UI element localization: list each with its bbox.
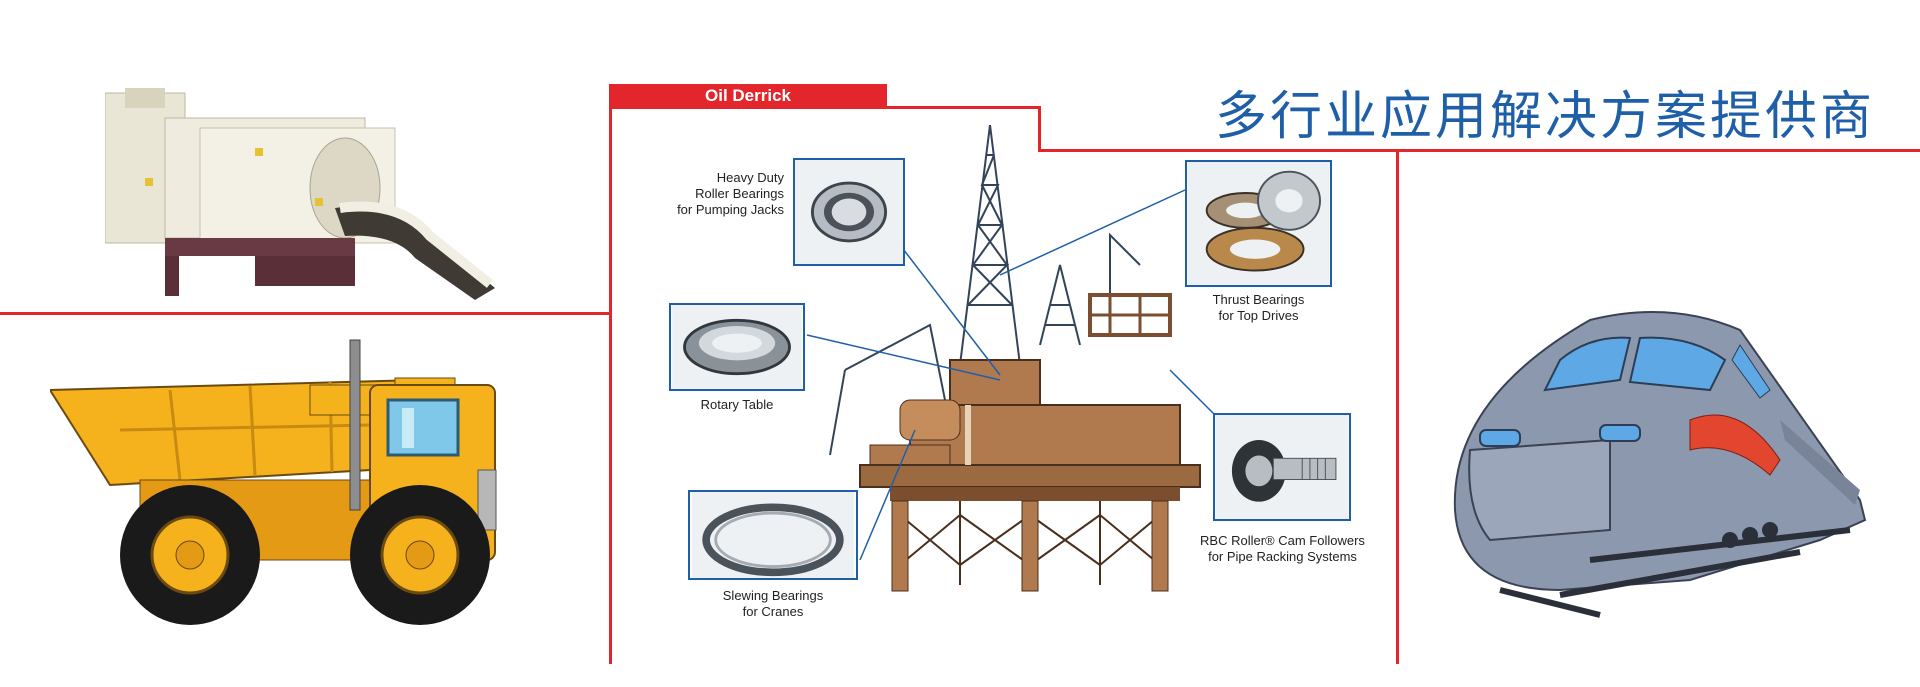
slewing-bearing-thumbnail [688, 490, 858, 580]
roller-bearing-thumbnail [793, 158, 905, 266]
conveyor-machine-image [105, 88, 495, 300]
rotary-table-label: Rotary Table [700, 397, 774, 412]
panel-border-top-right [1038, 149, 1920, 152]
panel-border-step [1038, 106, 1041, 152]
oil-derrick-tab: Oil Derrick [609, 84, 887, 108]
dump-truck-image [50, 339, 497, 625]
divider-line-left [0, 312, 612, 315]
oil-platform-illustration [829, 125, 1201, 592]
thrust-bearing-icon [1187, 162, 1330, 285]
bullet-train-image [1453, 311, 1867, 618]
pumping-jacks-label: Heavy Duty Roller Bearings for Pumping J… [677, 170, 784, 217]
panel-border-left [609, 84, 612, 664]
roller-bearing-icon [795, 160, 903, 264]
thrust-bearing-thumbnail [1185, 160, 1332, 287]
cam-follower-thumbnail [1213, 413, 1351, 521]
panel-border-right [1396, 149, 1399, 664]
cam-follower-icon [1215, 415, 1349, 519]
oil-derrick-tab-label: Oil Derrick [705, 86, 791, 105]
slewing-bearings-label: Slewing Bearings for Cranes [722, 588, 824, 619]
page-headline: 多行业应用解决方案提供商 [1215, 87, 1876, 147]
rotary-table-icon [672, 305, 802, 389]
rotary-table-thumbnail [669, 303, 805, 391]
cam-followers-label: RBC Roller® Cam Followers for Pipe Racki… [1200, 533, 1365, 564]
slewing-bearing-icon [691, 492, 855, 578]
thrust-bearings-label: Thrust Bearings for Top Drives [1212, 292, 1305, 323]
